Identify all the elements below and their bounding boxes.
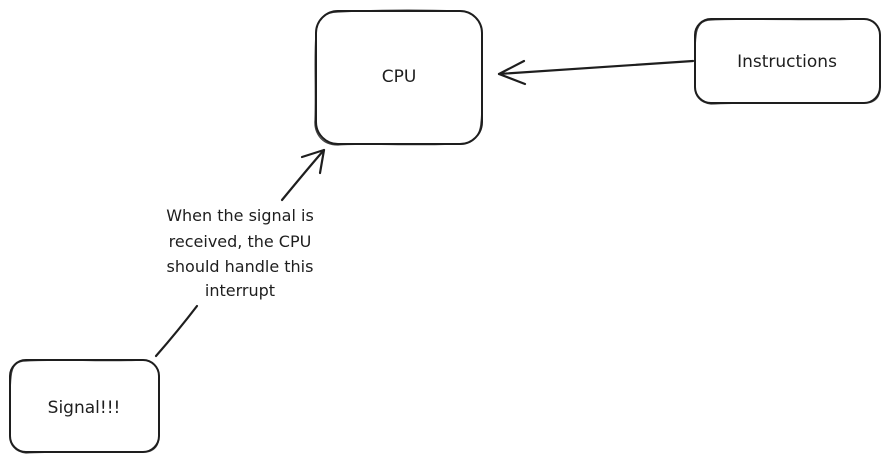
arrow-signal-to-cpu[interactable] bbox=[154, 148, 326, 358]
edge-label-line-2: received, the CPU bbox=[169, 232, 312, 251]
edge-label-line-4: interrupt bbox=[205, 281, 275, 300]
instructions-label: Instructions bbox=[737, 52, 837, 72]
signal-edge-label: When the signal is received, the CPU sho… bbox=[166, 206, 314, 300]
edge-label-line-1: When the signal is bbox=[166, 206, 314, 225]
signal-label: Signal!!! bbox=[48, 398, 121, 418]
arrowhead-icon bbox=[497, 59, 527, 86]
arrowhead-icon bbox=[300, 148, 326, 175]
arrow-instructions-to-cpu[interactable] bbox=[497, 59, 695, 86]
cpu-label: CPU bbox=[382, 67, 417, 87]
instructions-node[interactable]: Instructions bbox=[694, 18, 881, 105]
edge-label-line-3: should handle this bbox=[167, 257, 314, 276]
signal-node[interactable]: Signal!!! bbox=[9, 359, 160, 454]
cpu-node[interactable]: CPU bbox=[314, 9, 483, 146]
